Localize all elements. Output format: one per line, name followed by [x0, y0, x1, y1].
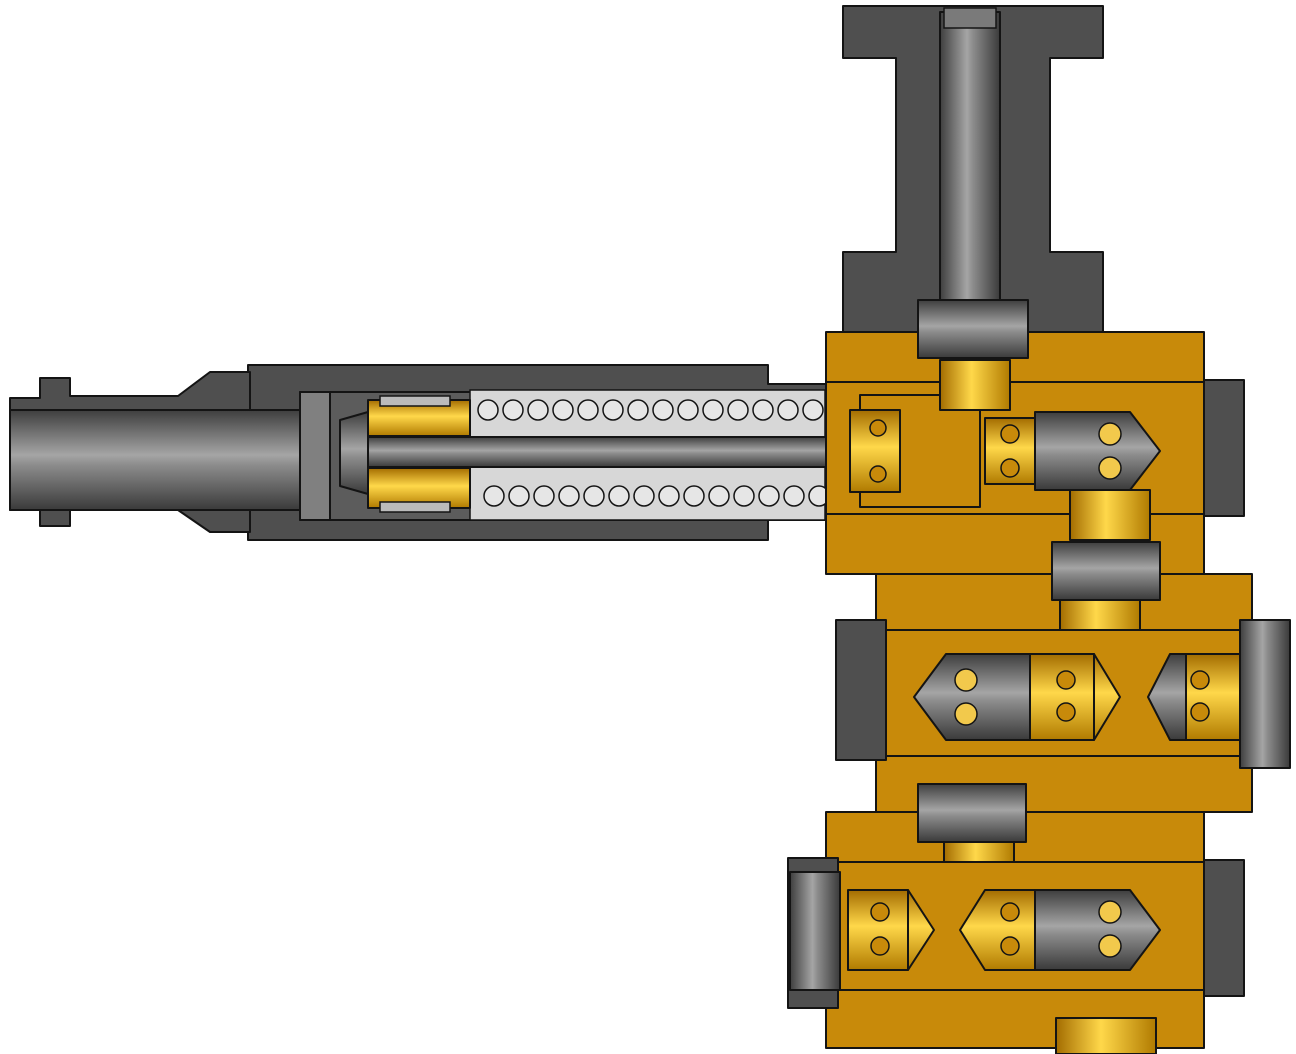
middle-valve-cavity [885, 619, 1291, 769]
spring-coil [677, 399, 699, 421]
spring-coil [627, 399, 649, 421]
spring-coil [708, 485, 730, 507]
spring-coil [683, 485, 705, 507]
check-valve-poppet [913, 653, 1031, 741]
end-cap [789, 871, 841, 991]
lower-valve-cavity [789, 861, 1205, 1054]
spring-coil [652, 399, 674, 421]
spring-coil [583, 485, 605, 507]
transfer-plug [917, 299, 1161, 883]
spring-retainer [367, 395, 471, 513]
spring-coil [752, 399, 774, 421]
spring-coil [702, 399, 724, 421]
upper-valve-cavity [825, 359, 1205, 541]
spring-coil [558, 485, 580, 507]
spring-coil [483, 485, 505, 507]
spring-coil [783, 485, 805, 507]
spring-coil [508, 485, 530, 507]
ported-sleeve [847, 889, 909, 971]
spring-coil [577, 399, 599, 421]
spring-coil [727, 399, 749, 421]
spring-coil [527, 399, 549, 421]
end-cap [1239, 619, 1291, 769]
spring-coil [802, 399, 824, 421]
check-valve-poppet [1034, 889, 1161, 971]
spring-coil [633, 485, 655, 507]
spring-coil [777, 399, 799, 421]
spring-coil [477, 399, 499, 421]
spring-coil [733, 485, 755, 507]
spring-coil [608, 485, 630, 507]
spring-coil [533, 485, 555, 507]
spring-coil [602, 399, 624, 421]
spring-coil [552, 399, 574, 421]
spring-coil [758, 485, 780, 507]
end-adapter [9, 371, 331, 533]
spring-coil [658, 485, 680, 507]
spring-coil [502, 399, 524, 421]
check-valve-poppet [1034, 411, 1161, 491]
ported-sleeve [1029, 653, 1095, 741]
inlet-fitting [842, 5, 1104, 333]
